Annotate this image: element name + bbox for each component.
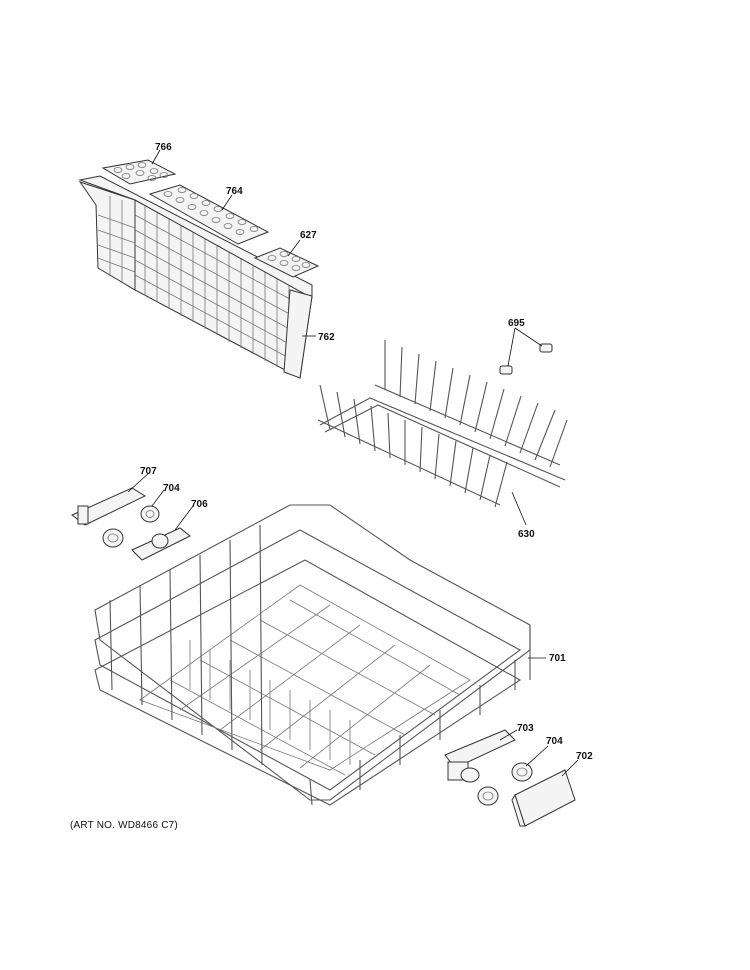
wheel-704-left-2 xyxy=(102,528,124,548)
wheel-704-right-2 xyxy=(511,762,533,782)
basket-lid-764 xyxy=(148,184,270,245)
tine-clips xyxy=(499,343,553,375)
callout-701: 701 xyxy=(549,653,566,664)
callout-704-left: 704 xyxy=(163,483,180,494)
callout-706: 706 xyxy=(191,499,208,510)
wheel-carrier-703 xyxy=(444,729,516,783)
leader-lines xyxy=(127,149,579,777)
tine-assembly xyxy=(317,340,568,508)
callout-707: 707 xyxy=(140,466,157,477)
wheel-carrier-706 xyxy=(131,527,191,561)
basket-lid-766 xyxy=(101,159,177,185)
wheel-704-right xyxy=(477,786,499,806)
basket-lid-627 xyxy=(253,247,320,278)
callout-704-right: 704 xyxy=(546,736,563,747)
rack-stop-702 xyxy=(511,769,576,827)
art-number: (ART NO. WD8466 C7) xyxy=(70,820,178,831)
callout-766: 766 xyxy=(155,142,172,153)
wheel-carrier-707 xyxy=(71,487,147,526)
callout-762: 762 xyxy=(318,332,335,343)
lower-rack xyxy=(94,504,531,806)
callout-630: 630 xyxy=(518,529,535,540)
silverware-basket xyxy=(78,175,313,379)
callout-764: 764 xyxy=(226,186,243,197)
callout-695: 695 xyxy=(508,318,525,329)
callout-627: 627 xyxy=(300,230,317,241)
callout-703: 703 xyxy=(517,723,534,734)
callout-702: 702 xyxy=(576,751,593,762)
wheel-704-left xyxy=(140,505,160,523)
